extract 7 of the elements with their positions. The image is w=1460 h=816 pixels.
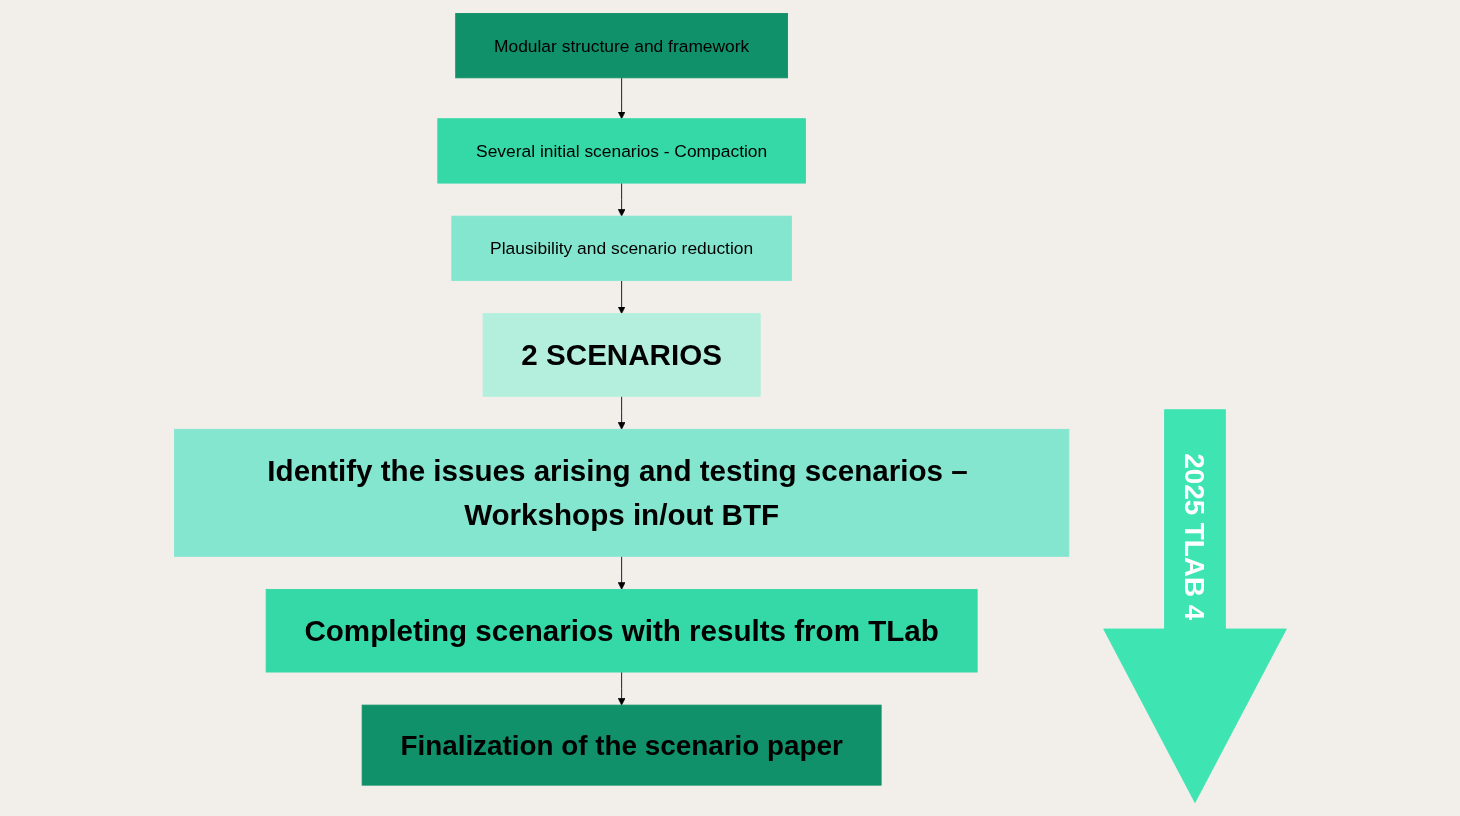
node-box: Identify the issues arising and testing scenarios – Workshops in/out BTF — [173, 428, 1069, 557]
node-box: Modular structure and framework — [454, 13, 788, 79]
node-box: Completing scenarios with results from TLab — [265, 588, 978, 673]
node-box: 2 SCENARIOS — [482, 313, 761, 397]
node-box: Finalization of the scenario paper — [361, 704, 882, 786]
node-box: Plausibility and scenario reduction — [450, 215, 792, 281]
node-box: Several initial scenarios - Compaction — [436, 118, 806, 184]
